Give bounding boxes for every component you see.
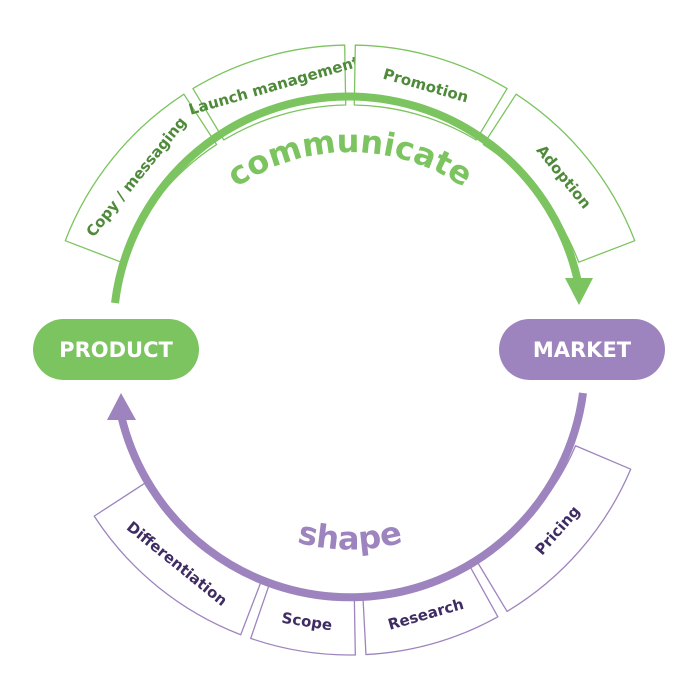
product-pill [33,319,199,380]
communicate-label: communicate [220,122,479,194]
product-label: PRODUCT [59,338,173,362]
box-outline [353,44,508,141]
shape-arc [117,392,587,602]
box-research: Research [362,563,499,656]
shape-arrowhead [107,393,136,420]
market-label: MARKET [533,338,632,362]
box-launch-management: Launch management [187,44,362,141]
box-pricing: Pricing [475,445,632,613]
box-differentiation: Differentiation [93,482,263,636]
shape-label: shape [295,513,405,557]
communicate-arrowhead [565,278,593,305]
box-outline [192,44,347,141]
communicate-arc [111,92,582,304]
market-pill [499,319,665,380]
box-copy-messaging: Copy / messaging [64,93,218,263]
